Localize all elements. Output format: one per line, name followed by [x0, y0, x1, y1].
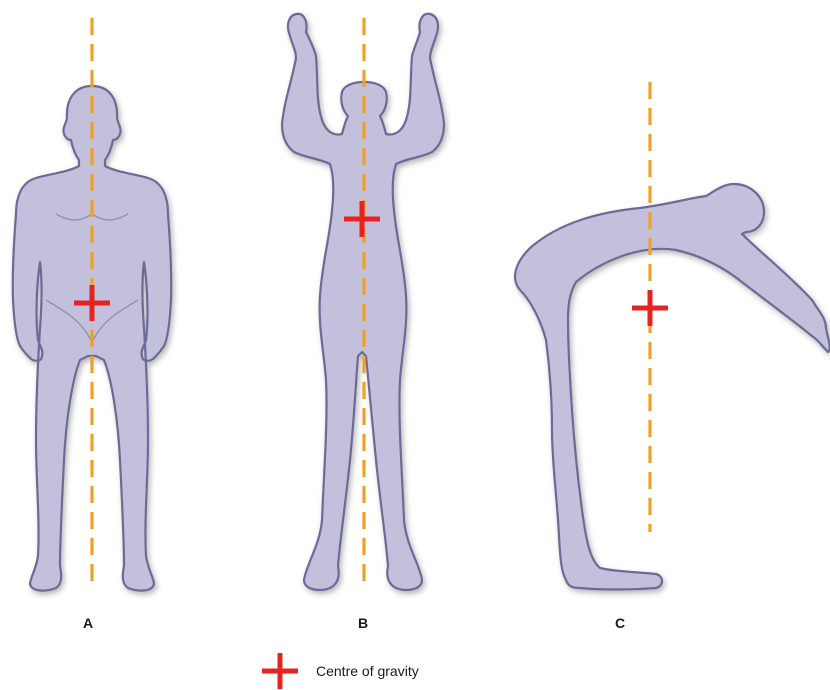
figure-b-label: B: [358, 615, 368, 631]
red-cross-icon: [262, 653, 298, 689]
figure-c-centre-of-gravity-marker: [632, 290, 668, 326]
figure-a-label: A: [83, 615, 93, 631]
legend-label: Centre of gravity: [316, 663, 419, 679]
figure-a: A: [13, 18, 172, 631]
legend: Centre of gravity: [262, 653, 419, 689]
figure-c: C: [515, 82, 830, 631]
figure-b: B: [282, 14, 444, 631]
figure-c-label: C: [615, 615, 625, 631]
figure-c-silhouette: [515, 184, 830, 590]
